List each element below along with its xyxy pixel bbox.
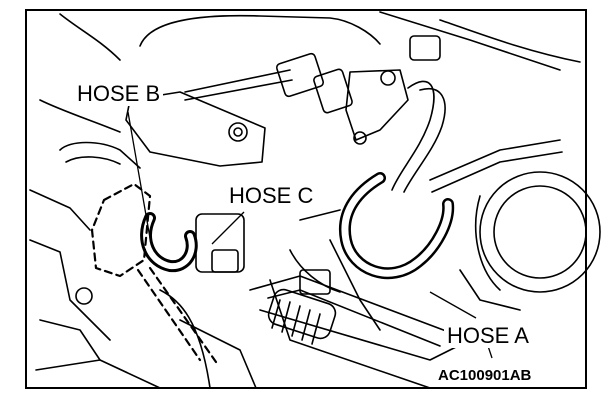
hose-a-label: HOSE A [444, 324, 532, 348]
intake-housing [139, 14, 381, 47]
hose-b-label: HOSE B [74, 82, 164, 106]
diagram-frame [25, 9, 587, 389]
wire-harness [184, 69, 293, 101]
figure-code: AC100901AB [436, 367, 534, 384]
callout-leaders [127, 111, 493, 359]
reservoir [479, 171, 601, 293]
sensor-body [345, 69, 409, 141]
corrugated-hose [267, 288, 337, 345]
hose-c-label: HOSE C [226, 184, 317, 208]
hose-b-hidden-outline [90, 182, 152, 278]
connector [275, 52, 325, 98]
